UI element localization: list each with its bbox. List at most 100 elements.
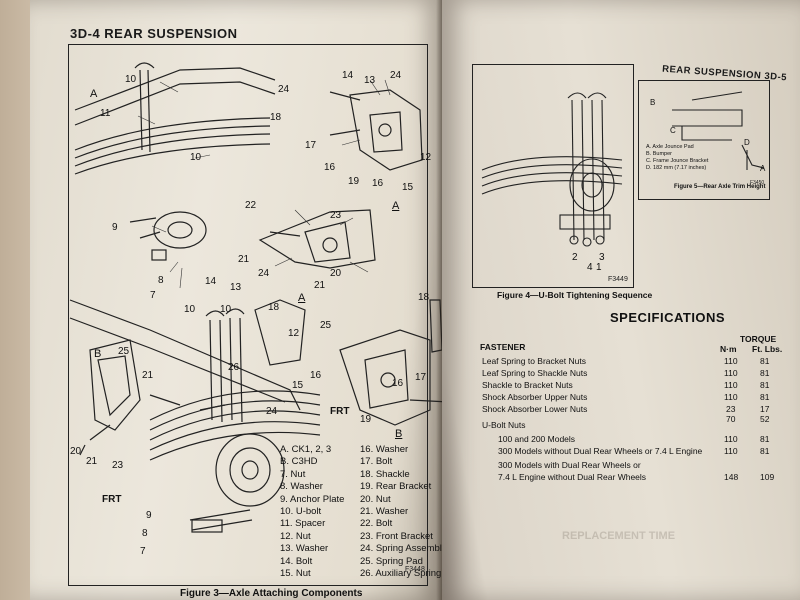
fig5-letter: C bbox=[670, 126, 676, 135]
callout: 12 bbox=[420, 152, 432, 163]
legend-item: B. C3HD bbox=[280, 456, 318, 468]
view-label: A bbox=[298, 292, 306, 304]
figure-5-caption: Figure 5—Rear Axle Trim Height bbox=[674, 184, 766, 190]
spec-nm: 148 bbox=[724, 472, 739, 482]
parts-legend-col2: 16. Washer 17. Bolt 18. Shackle 19. Rear… bbox=[360, 444, 447, 580]
callout: 24 bbox=[390, 70, 402, 81]
spec-nm: 23 bbox=[726, 404, 736, 414]
callout: 16 bbox=[324, 162, 336, 173]
ftlbs-header: Ft. Lbs. bbox=[752, 344, 783, 354]
legend-item: 23. Front Bracket bbox=[360, 530, 433, 542]
fig5-letter: B bbox=[650, 98, 656, 107]
legend-item: 10. U-bolt bbox=[280, 506, 322, 518]
callout: 10 bbox=[125, 74, 137, 85]
spec-row-name: 300 Models with Dual Rear Wheels or bbox=[498, 460, 641, 470]
view-label: B bbox=[395, 428, 403, 440]
torque-header: TORQUE bbox=[740, 334, 777, 344]
frt-arrow-label: FRT bbox=[330, 406, 350, 417]
spec-nm: 110 bbox=[724, 368, 738, 378]
callout: 22 bbox=[245, 200, 257, 211]
spec-row-name: Shackle to Bracket Nuts bbox=[482, 380, 573, 390]
spec-row-name: Leaf Spring to Bracket Nuts bbox=[482, 356, 586, 366]
legend-item: 21. Washer bbox=[360, 506, 409, 518]
callout: 25 bbox=[118, 346, 130, 357]
callout: 18 bbox=[418, 292, 430, 303]
fig5-legend-item: A. Axle Jounce Pad bbox=[646, 144, 694, 150]
view-label: A bbox=[90, 88, 98, 100]
callout: 17 bbox=[415, 372, 427, 383]
figure-code: F3448 bbox=[405, 566, 425, 573]
view-label: A bbox=[392, 200, 400, 212]
legend-item: 9. Anchor Plate bbox=[280, 493, 345, 505]
legend-item: 15. Nut bbox=[280, 568, 311, 580]
legend-item: 16. Washer bbox=[360, 444, 409, 455]
callout: 21 bbox=[238, 254, 250, 265]
callout: 10 bbox=[220, 304, 232, 315]
fig5-letter: D bbox=[744, 138, 750, 147]
callout: 19 bbox=[360, 414, 372, 425]
callout: 10 bbox=[190, 152, 202, 163]
callout: 20 bbox=[70, 446, 82, 457]
legend-item: 25. Spring Pad bbox=[360, 555, 423, 567]
spec-ft: 52 bbox=[760, 414, 770, 424]
callout: 15 bbox=[402, 182, 414, 193]
callout: 14 bbox=[205, 276, 217, 287]
callout: 25 bbox=[320, 320, 332, 331]
callout: 14 bbox=[342, 70, 354, 81]
spec-ft: 81 bbox=[760, 392, 770, 402]
callout: 17 bbox=[305, 140, 317, 151]
callout: 19 bbox=[348, 176, 360, 187]
legend-item: 7. Nut bbox=[280, 468, 306, 480]
nm-header: N·m bbox=[720, 344, 737, 354]
spec-row-name: 100 and 200 Models bbox=[498, 434, 576, 444]
legend-item: 24. Spring Assembly bbox=[360, 543, 447, 555]
figure-code: F3450 bbox=[750, 180, 765, 186]
left-page: 3D-4 REAR SUSPENSION bbox=[30, 0, 447, 600]
callout: 21 bbox=[314, 280, 326, 291]
spec-nm: 110 bbox=[724, 392, 738, 402]
ubolt-seq-num: 4 bbox=[587, 262, 593, 273]
right-page: REAR SUSPENSION 3D-5 2 3 4 1 F3449 Figur… bbox=[442, 0, 800, 600]
callout: 12 bbox=[288, 328, 300, 339]
callout: 9 bbox=[146, 510, 152, 521]
ubolt-seq-num: 1 bbox=[596, 262, 602, 273]
legend-item: 17. Bolt bbox=[360, 456, 393, 468]
left-page-header: 3D-4 REAR SUSPENSION bbox=[70, 26, 238, 41]
spec-ft: 81 bbox=[760, 380, 770, 390]
callout: 24 bbox=[266, 406, 278, 417]
spec-row-name: 300 Models without Dual Rear Wheels or 7… bbox=[498, 446, 703, 456]
legend-item: 20. Nut bbox=[360, 493, 391, 505]
legend-item: 12. Nut bbox=[280, 530, 311, 542]
spec-nm: 110 bbox=[724, 434, 738, 444]
callout: 18 bbox=[268, 302, 280, 313]
legend-item: 11. Spacer bbox=[280, 518, 326, 530]
figure-code: F3449 bbox=[608, 276, 628, 283]
spec-row-name: Shock Absorber Lower Nuts bbox=[482, 404, 588, 414]
spec-nm: 70 bbox=[726, 414, 736, 424]
ubolt-seq-num: 3 bbox=[599, 252, 605, 263]
frt-arrow-label: FRT bbox=[102, 494, 122, 505]
callout: 23 bbox=[112, 460, 124, 471]
callout: 8 bbox=[142, 528, 148, 539]
spec-ft: 81 bbox=[760, 368, 770, 378]
ubolt-drawing bbox=[481, 91, 765, 247]
spec-nm: 110 bbox=[724, 356, 738, 366]
callout: 24 bbox=[278, 84, 290, 95]
callout: 8 bbox=[158, 275, 164, 286]
spec-ft: 81 bbox=[760, 434, 770, 444]
legend-item: 26. Auxiliary Spring bbox=[360, 568, 442, 580]
callout: 20 bbox=[330, 268, 342, 279]
spec-nm: 110 bbox=[724, 380, 738, 390]
figure-5-frame bbox=[638, 80, 770, 200]
callout: 15 bbox=[292, 380, 304, 391]
legend-item: 13. Washer bbox=[280, 543, 329, 555]
spec-row-name: Leaf Spring to Shackle Nuts bbox=[482, 368, 588, 378]
callout: 21 bbox=[142, 370, 154, 381]
figure-4-frame bbox=[472, 64, 634, 288]
figure-3-frame bbox=[68, 44, 428, 586]
spec-row-name: Shock Absorber Upper Nuts bbox=[482, 392, 588, 402]
legend-item: A. CK1, 2, 3 bbox=[280, 444, 332, 455]
legend-item: 18. Shackle bbox=[360, 468, 410, 480]
figure-4-caption: Figure 4—U-Bolt Tightening Sequence bbox=[497, 290, 653, 300]
legend-item: 19. Rear Bracket bbox=[360, 481, 432, 493]
